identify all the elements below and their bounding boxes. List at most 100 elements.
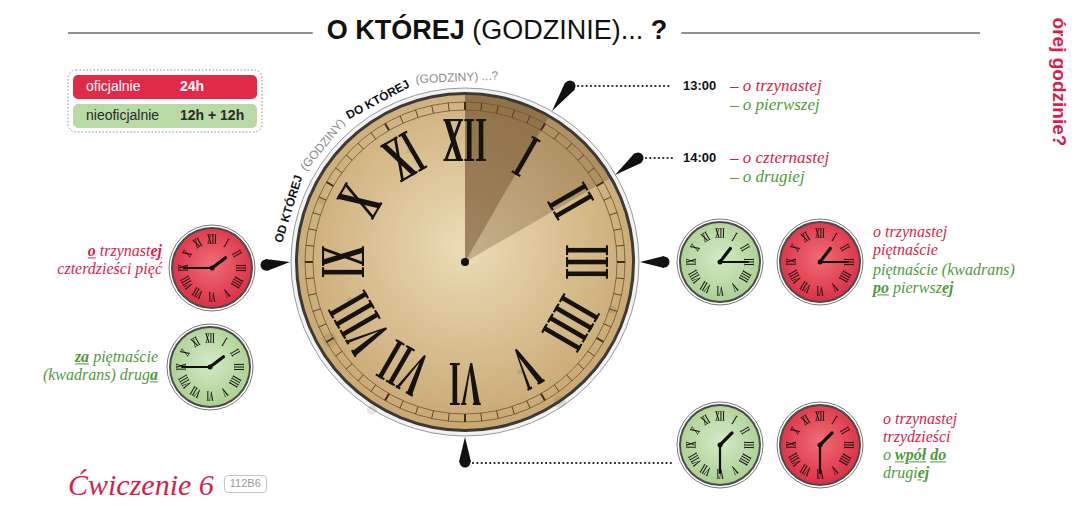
roman-numeral: [687, 442, 696, 449]
text-run: za: [75, 348, 89, 365]
roman-numeral: [450, 363, 481, 405]
clock-part: [722, 416, 724, 425]
minute-tick: [541, 394, 545, 401]
clock-part: [380, 136, 398, 148]
clock-part: [732, 233, 737, 241]
minute-tick: [541, 123, 545, 130]
clock-part: [849, 277, 850, 279]
minute-tick: [358, 375, 363, 381]
clock-part: [683, 446, 690, 448]
clock-part: [418, 165, 428, 172]
clock-part: [461, 403, 466, 405]
clock-part: [841, 263, 848, 265]
arc-text: DO KTÓREJ: [344, 77, 412, 122]
clock-part: [845, 440, 854, 450]
minute-tick: [610, 309, 618, 311]
clock-part: [746, 281, 747, 283]
minute-tick: [512, 110, 514, 118]
clock-part: [741, 446, 748, 448]
text-run: DO KTÓREJ: [344, 77, 412, 122]
minute-tick: [432, 105, 434, 113]
clock-part: [322, 247, 364, 265]
clock-part: [541, 324, 548, 334]
clock-center: [210, 266, 215, 271]
clock-part: [814, 287, 822, 296]
clock-part: [214, 239, 216, 248]
text-run: O KTÓREJ: [327, 15, 465, 45]
minute-tick: [588, 168, 594, 173]
clock-part: [819, 291, 820, 300]
clock-part: [687, 442, 696, 446]
legend-value: 12h + 12h: [180, 108, 244, 123]
clock-part: [692, 446, 699, 448]
clock-part: [847, 279, 848, 281]
clock-part: [233, 267, 240, 269]
clock-part: [740, 431, 741, 433]
clock-rim: [171, 227, 253, 309]
text-run: [926, 446, 930, 463]
text-run: (GODZINY): [297, 116, 348, 173]
clock-part: [797, 271, 798, 273]
clock-part: [239, 249, 240, 251]
clock-part: [700, 464, 705, 472]
clock-part: [232, 280, 233, 282]
clock-part: [194, 289, 199, 297]
clock-part: [400, 132, 425, 171]
clock-part: [582, 333, 589, 343]
clock-part: [700, 233, 708, 243]
minute-tick: [432, 411, 434, 419]
clock-part: [189, 254, 191, 258]
minute-tick: [308, 229, 316, 231]
roman-numeral: [700, 414, 710, 425]
clock-part: [692, 459, 702, 467]
clock-part: [787, 259, 796, 269]
clock-part: [226, 337, 228, 338]
clock-rim: [295, 92, 635, 432]
clock-part: [750, 274, 751, 276]
clock-part: [790, 426, 792, 430]
roman-numeral: [237, 264, 246, 271]
clock-rim: [777, 402, 863, 488]
clock-part: [405, 391, 413, 397]
clock-part: [476, 159, 486, 161]
clock-part: [792, 442, 799, 446]
clock-part: [842, 456, 850, 461]
clock-part: [817, 291, 819, 300]
clock-part: [189, 393, 191, 394]
clock-part: [817, 474, 819, 483]
roman-numeral: [831, 415, 837, 424]
clock-part: [804, 283, 812, 293]
clock-part: [741, 258, 748, 260]
clock-part: [683, 442, 690, 446]
clock-part: [722, 474, 724, 483]
clock-part: [184, 269, 191, 271]
clock-part: [227, 293, 228, 303]
clock-part: [340, 330, 347, 340]
clock-part: [207, 396, 209, 405]
clock-part: [836, 415, 838, 416]
clock-part: [593, 313, 600, 323]
hour-hand: [820, 249, 830, 262]
clock-part: [705, 415, 710, 423]
clock-part: [819, 287, 823, 296]
minute-tick: [358, 143, 363, 149]
minute-tick: [416, 407, 418, 415]
clock-part: [464, 119, 474, 121]
roman-numeral: [178, 374, 192, 389]
clock-part: [212, 329, 214, 338]
roman-numeral: [731, 415, 737, 424]
minute-tick: [617, 261, 625, 263]
clock-part: [232, 378, 240, 383]
clock-part: [802, 473, 804, 474]
clock-part: [606, 245, 608, 255]
clock-part: [235, 362, 244, 372]
clock-part: [194, 386, 196, 387]
clock-part: [462, 363, 480, 405]
roman-numeral: [180, 348, 190, 356]
text-run: – o trzynastej: [730, 76, 822, 95]
minute-tick: [497, 105, 499, 113]
clock-part: [559, 293, 566, 303]
clock-part: [192, 388, 197, 396]
clock-part: [743, 454, 751, 459]
clock-part: [368, 299, 375, 309]
